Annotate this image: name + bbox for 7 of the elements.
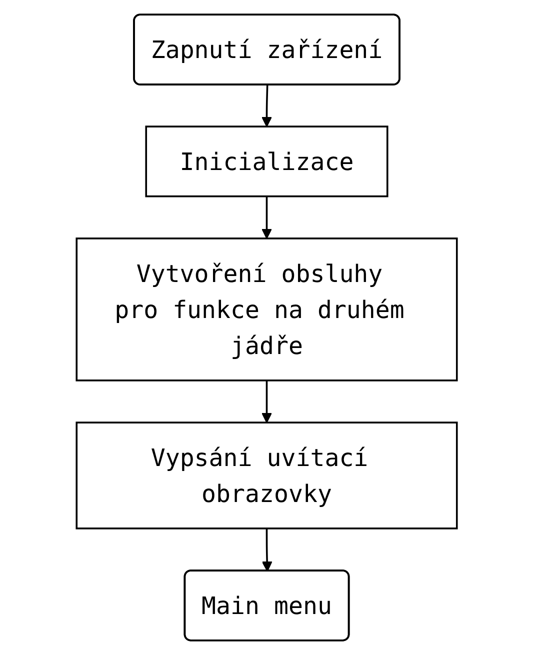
- arrow: [261, 85, 272, 128]
- arrow: [261, 380, 272, 424]
- arrow: [262, 528, 272, 572]
- arrow: [261, 196, 272, 239]
- node-box: Inicializace: [144, 126, 388, 198]
- node-box: Vytvoření obsluhy pro funkce na druhém jádře: [75, 238, 458, 382]
- node-box: Vypsání uvítací obrazovky: [75, 422, 458, 530]
